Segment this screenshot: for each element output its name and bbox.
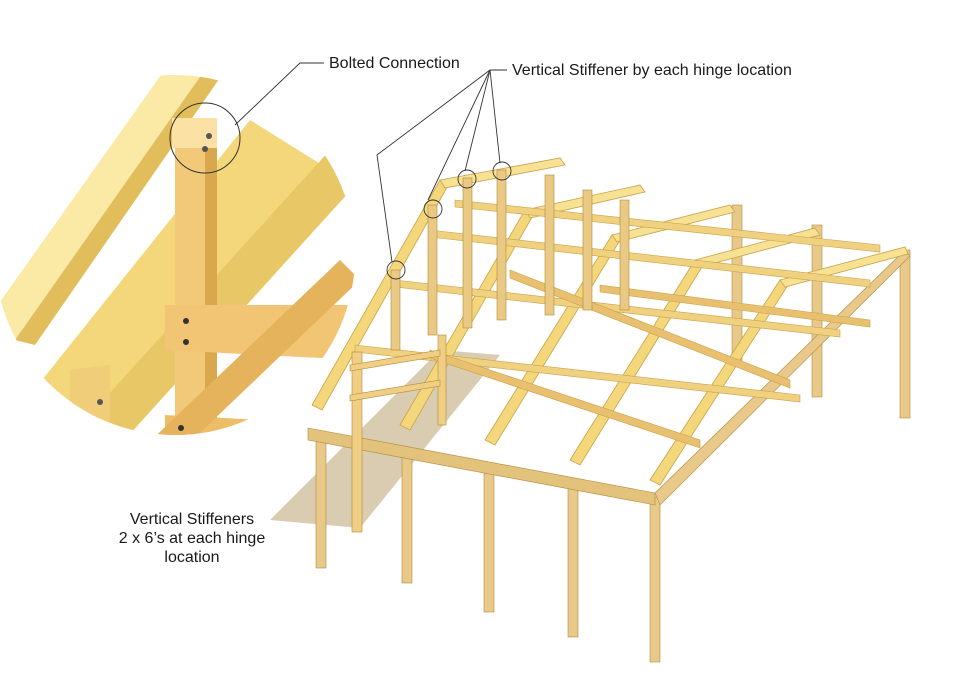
stiffener [427, 204, 438, 336]
post [401, 454, 413, 584]
brace [429, 349, 701, 449]
end-wall-post [351, 351, 363, 533]
leader-stiffener [427, 69, 491, 201]
end-wall-girt [349, 379, 441, 402]
purlins [354, 199, 881, 403]
bolt-icon [183, 339, 189, 345]
post [483, 469, 495, 613]
post [567, 484, 579, 638]
detail-rafter-main [0, 75, 240, 340]
ground-pad [270, 350, 500, 528]
bolt-icon [97, 399, 103, 405]
brace [599, 284, 871, 328]
leader-stiffener [376, 69, 507, 263]
leader-bolted [234, 62, 324, 126]
stiffener [496, 169, 507, 321]
purlin [354, 344, 801, 403]
bolt-icon [202, 146, 208, 152]
detail-brace [120, 260, 355, 435]
vertical-stiffener-label: Vertical Stiffener by each hinge locatio… [512, 62, 792, 79]
post [811, 224, 823, 398]
bolt-icon [178, 443, 184, 449]
detail-circle [0, 75, 355, 449]
brace [509, 269, 791, 389]
stiffener [619, 199, 630, 311]
purlin [454, 199, 881, 253]
bolt-icon [178, 425, 184, 431]
hinge-marker [457, 169, 477, 189]
hinge-marker [423, 199, 443, 219]
end-wall [349, 334, 447, 533]
hinge-marker [386, 260, 406, 280]
stiffeners-caption: Vertical Stiffeners 2 x 6’s at each hing… [92, 510, 292, 567]
post [899, 249, 911, 419]
leader-lines [234, 62, 507, 263]
stiffener [462, 177, 473, 329]
eave-girt [307, 427, 656, 506]
detail-stiffener-side [205, 120, 217, 435]
end-wall-post [437, 334, 447, 426]
leader-stiffener [464, 69, 491, 172]
caption-line: 2 x 6’s at each hinge [118, 530, 266, 547]
detail-stiffener-top [172, 118, 217, 148]
caption-line: location [164, 549, 220, 566]
bolted-connection-label: Bolted Connection [329, 55, 460, 72]
bolted-connection-zoom [169, 102, 241, 174]
detail-rafter-main-edge [15, 75, 260, 345]
detail-plate-left [70, 365, 110, 435]
post [315, 434, 327, 569]
upper-rafters [439, 157, 909, 288]
post [649, 496, 661, 663]
hinge-marker [492, 161, 512, 181]
leader-stiffener [489, 69, 501, 164]
end-wall-girt [349, 349, 441, 372]
vertical-stiffeners [390, 169, 630, 351]
stiffener [544, 174, 555, 316]
bolt-icon [183, 318, 189, 324]
caption-line: Vertical Stiffeners [129, 511, 255, 528]
stiffener [390, 269, 401, 351]
stiffener [582, 189, 593, 311]
building-frame [307, 157, 911, 663]
bolt-icon [206, 133, 212, 139]
braces [429, 269, 871, 449]
